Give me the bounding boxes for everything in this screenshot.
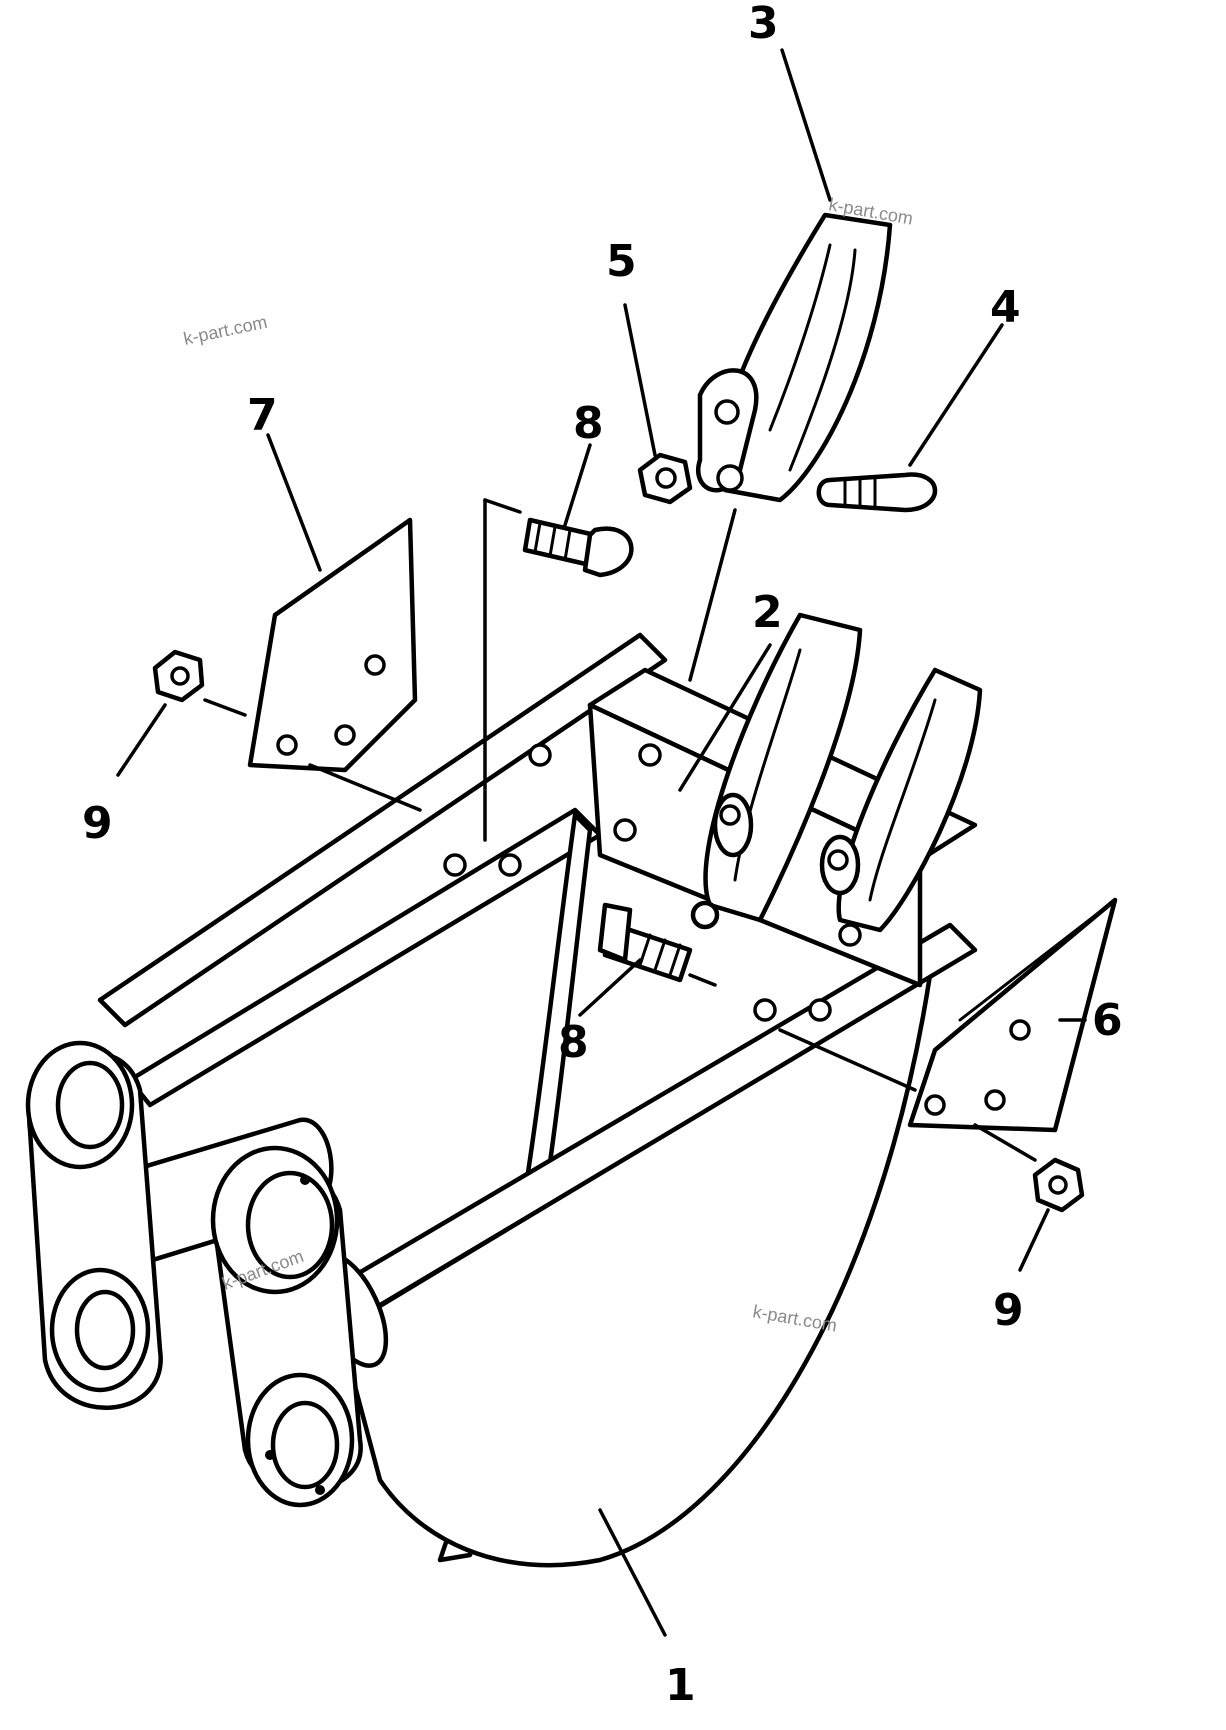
bolt-8-upper <box>522 517 634 578</box>
callout-leaders <box>116 48 1087 1637</box>
nut-9-left <box>152 649 205 703</box>
callout-5: 5 <box>606 236 637 287</box>
assembly-lines <box>203 498 1037 1162</box>
bucket-body <box>97 632 978 1568</box>
callout-9-right: 9 <box>993 1285 1024 1336</box>
installed-teeth <box>690 612 983 933</box>
linkage-bosses <box>25 1040 363 1508</box>
bolt-8-lower <box>597 902 693 983</box>
callout-6: 6 <box>1092 995 1123 1046</box>
watermark: k-part.com <box>182 312 269 349</box>
tooth-exploded <box>696 212 893 503</box>
side-cutter-7 <box>247 517 418 773</box>
nut-9-right <box>1032 1157 1085 1213</box>
callout-1: 1 <box>665 1660 696 1711</box>
pin-4 <box>816 472 938 513</box>
callout-7: 7 <box>247 390 278 441</box>
callout-3: 3 <box>748 0 779 49</box>
callout-9-left: 9 <box>82 798 113 849</box>
callout-8-lower: 8 <box>558 1017 589 1068</box>
callout-4: 4 <box>990 282 1021 333</box>
side-cutter-6 <box>907 897 1118 1133</box>
callout-numbers: 3 4 5 8 7 2 6 8 9 9 1 <box>82 0 1123 1711</box>
callout-2: 2 <box>752 587 783 638</box>
callout-8-upper: 8 <box>573 398 604 449</box>
nut-5 <box>637 452 693 505</box>
